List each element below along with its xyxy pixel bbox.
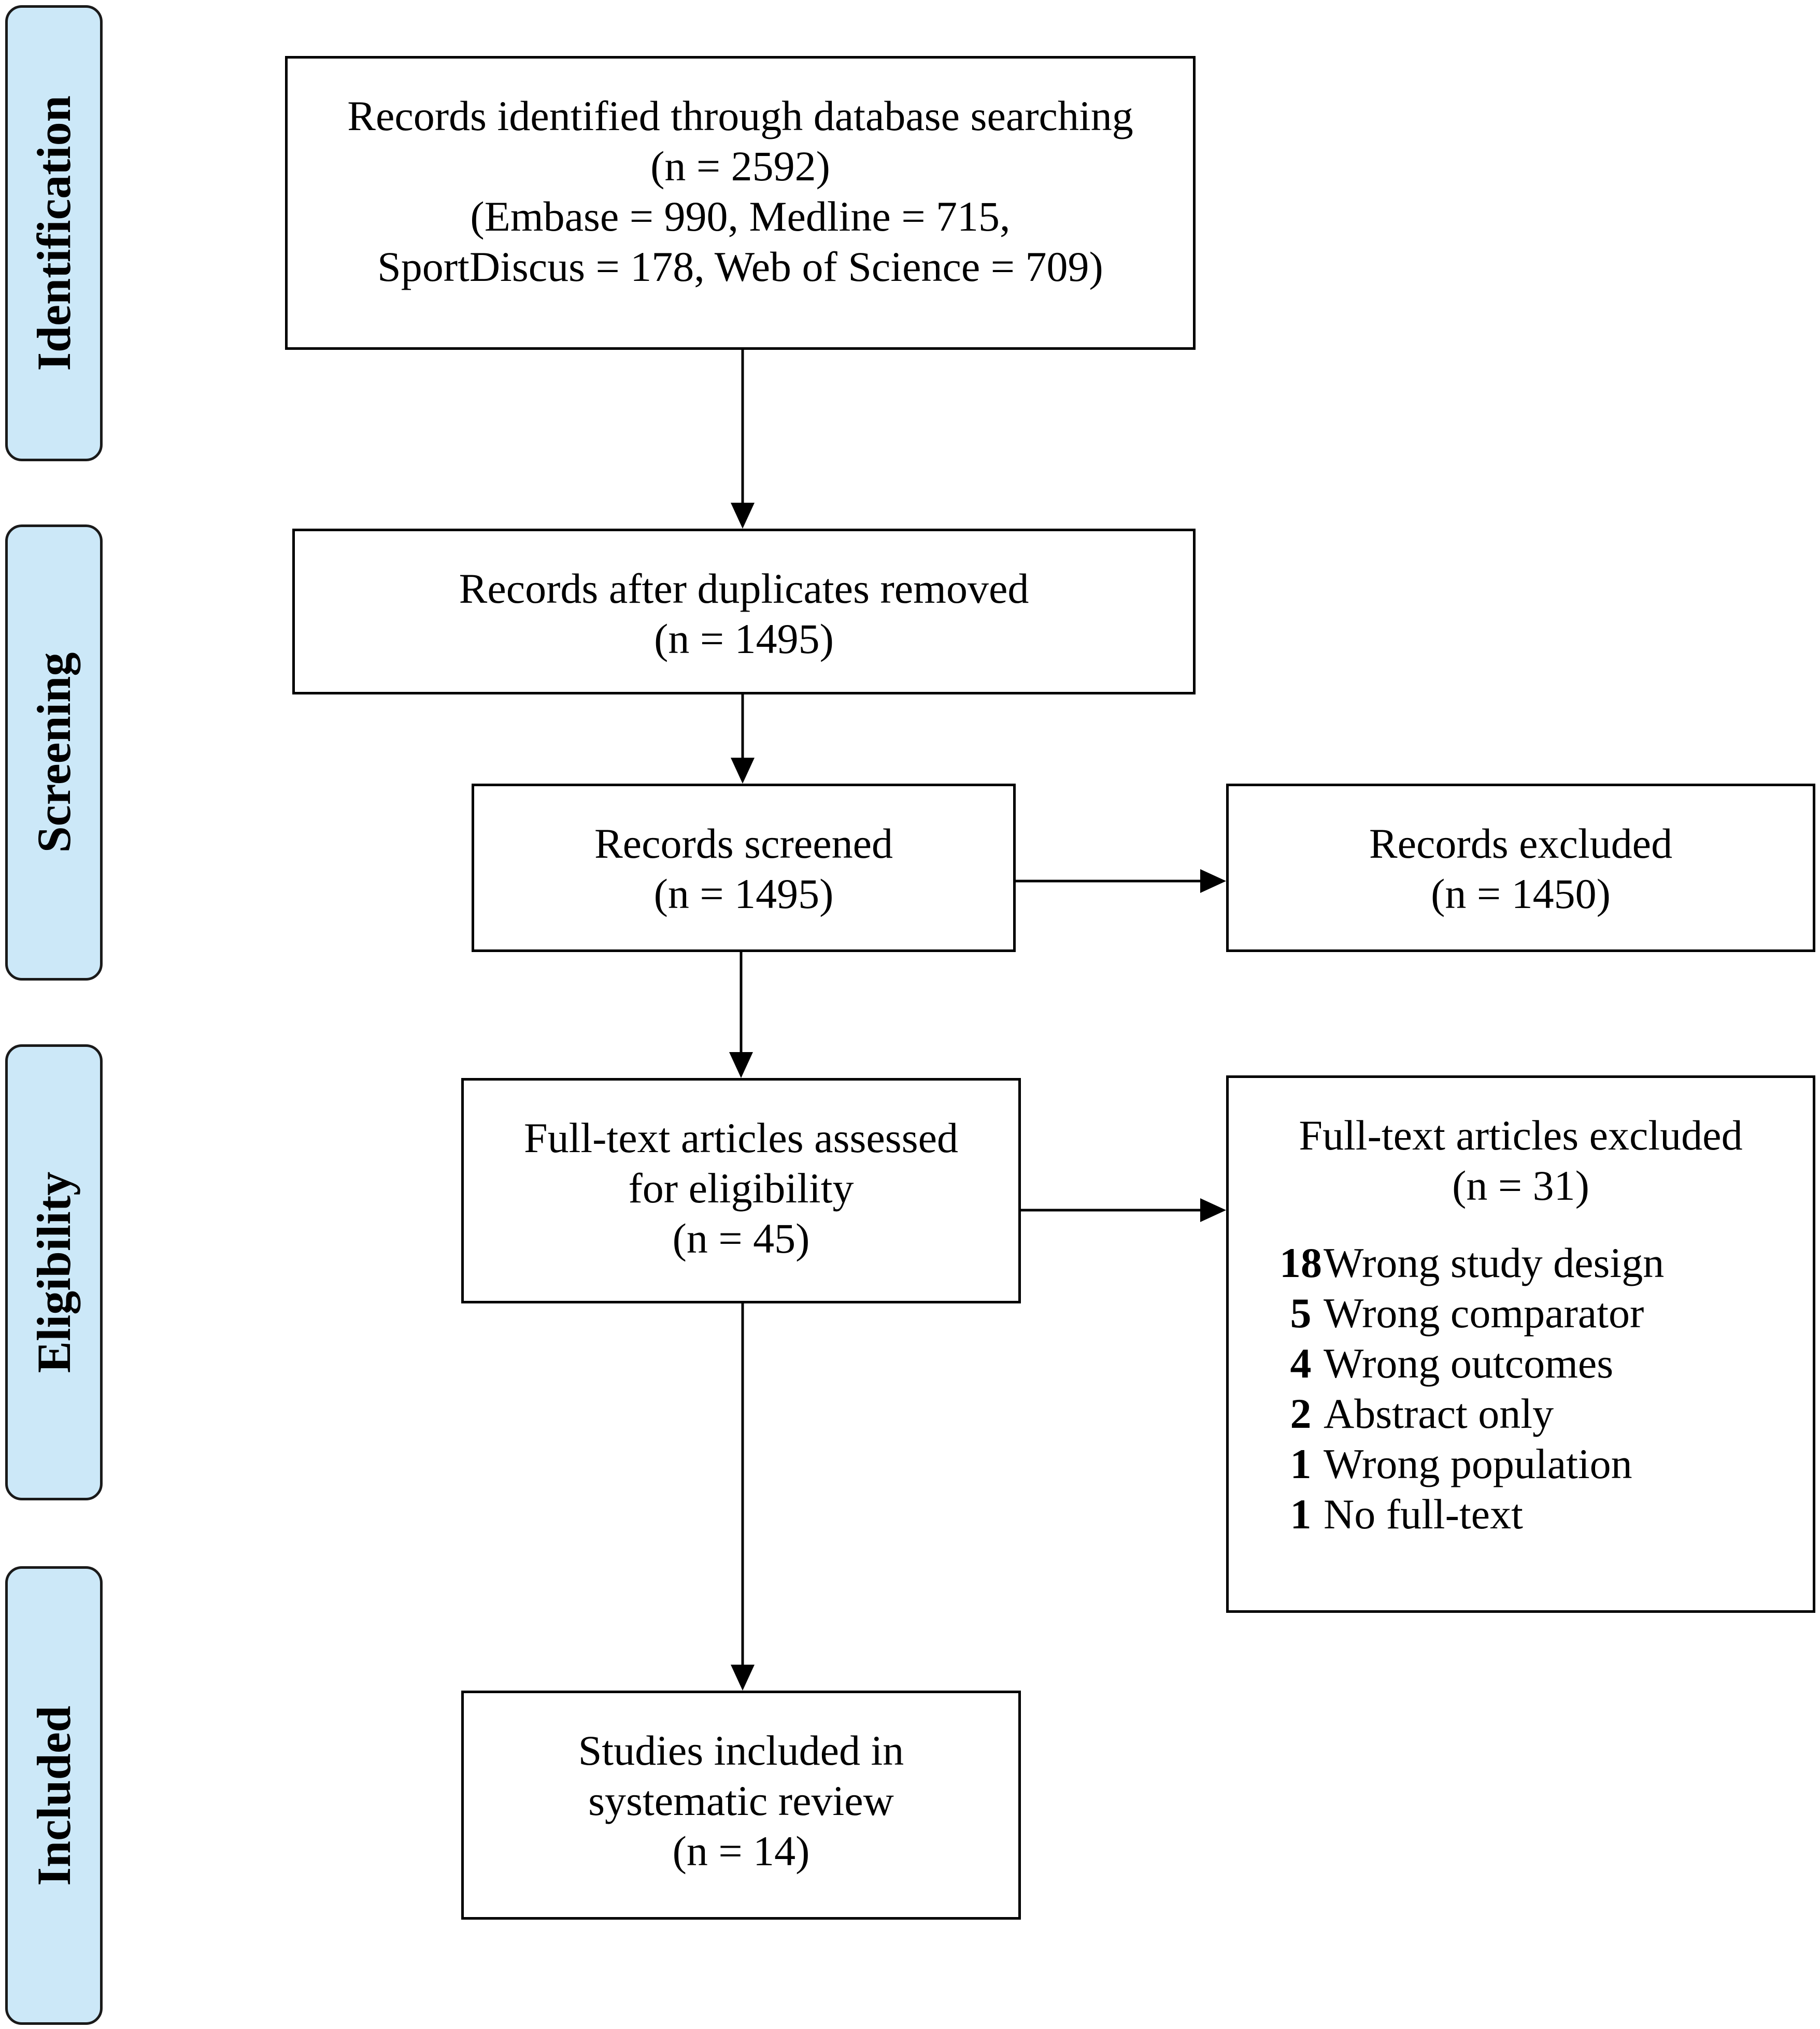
exclusion-reason-text: Wrong study design <box>1324 1239 1665 1286</box>
records-identified-detail-1: (Embase = 990, Medline = 715, <box>470 193 1011 240</box>
exclusion-reason-text: No full-text <box>1324 1491 1523 1538</box>
phase-eligibility: Eligibility <box>5 1044 103 1500</box>
duplicates-removed-count: (n = 1495) <box>654 615 834 662</box>
fulltext-excluded-count: (n = 31) <box>1452 1162 1589 1209</box>
duplicates-removed-box: Records after duplicates removed (n = 14… <box>292 529 1196 694</box>
fulltext-assessed-line-1: Full-text articles assessed <box>523 1114 959 1161</box>
records-screened-count: (n = 1495) <box>653 870 834 917</box>
studies-included-box: Studies included in systematic review (n… <box>461 1691 1021 1920</box>
exclusion-reason-text: Wrong population <box>1324 1440 1632 1487</box>
records-screened-title: Records screened <box>594 820 893 867</box>
fulltext-assessed-box: Full-text articles assessed for eligibil… <box>461 1078 1021 1303</box>
arrowhead-fulltext-excluded <box>1200 1198 1226 1222</box>
records-screened-box: Records screened (n = 1495) <box>472 784 1016 952</box>
fulltext-excluded-title: Full-text articles excluded <box>1299 1112 1743 1159</box>
studies-included-count: (n = 14) <box>672 1827 810 1875</box>
phase-included: Included <box>5 1566 103 2025</box>
fulltext-assessed-line-2: for eligibility <box>628 1165 854 1212</box>
arrowhead-fulltext <box>729 1052 753 1078</box>
exclusion-reason-item: 1 No full-text <box>1278 1489 1664 1539</box>
exclusion-reason-text: Wrong outcomes <box>1324 1340 1614 1387</box>
duplicates-removed-title: Records after duplicates removed <box>459 565 1029 612</box>
arrowhead-duplicates <box>731 503 755 529</box>
records-identified-box: Records identified through database sear… <box>285 56 1196 350</box>
exclusion-reason-text: Abstract only <box>1324 1390 1554 1437</box>
records-excluded-title: Records excluded <box>1369 820 1673 867</box>
exclusion-reason-item: 4 Wrong outcomes <box>1278 1338 1664 1388</box>
records-excluded-box: Records excluded (n = 1450) <box>1226 784 1815 952</box>
exclusion-reason-count: 1 <box>1290 1440 1312 1487</box>
arrowhead-included <box>731 1665 755 1691</box>
arrowhead-screened <box>731 758 755 784</box>
exclusion-reason-count: 4 <box>1290 1340 1312 1387</box>
exclusion-reason-count: 18 <box>1279 1239 1322 1286</box>
arrowhead-records-excluded <box>1200 869 1226 893</box>
exclusion-reason-count: 2 <box>1290 1390 1312 1437</box>
records-identified-count: (n = 2592) <box>650 143 830 190</box>
fulltext-assessed-count: (n = 45) <box>672 1215 810 1262</box>
phase-screening: Screening <box>5 524 103 981</box>
phase-identification: Identification <box>5 5 103 461</box>
studies-included-line-1: Studies included in <box>578 1727 904 1774</box>
exclusion-reason-item: 18 Wrong study design <box>1278 1238 1664 1288</box>
exclusion-reason-text: Wrong comparator <box>1324 1289 1644 1337</box>
exclusion-reasons-list: 18 Wrong study design 5 Wrong comparator… <box>1278 1238 1664 1539</box>
exclusion-reason-item: 5 Wrong comparator <box>1278 1288 1664 1338</box>
exclusion-reason-item: 1 Wrong population <box>1278 1439 1664 1489</box>
fulltext-excluded-box: Full-text articles excluded (n = 31) 18 … <box>1226 1075 1815 1613</box>
exclusion-reason-count: 5 <box>1290 1289 1312 1337</box>
exclusion-reason-item: 2 Abstract only <box>1278 1388 1664 1439</box>
studies-included-line-2: systematic review <box>588 1777 894 1824</box>
records-identified-detail-2: SportDiscus = 178, Web of Science = 709) <box>377 243 1103 290</box>
exclusion-reason-count: 1 <box>1290 1491 1312 1538</box>
records-excluded-count: (n = 1450) <box>1431 870 1611 917</box>
records-identified-title: Records identified through database sear… <box>347 92 1133 139</box>
